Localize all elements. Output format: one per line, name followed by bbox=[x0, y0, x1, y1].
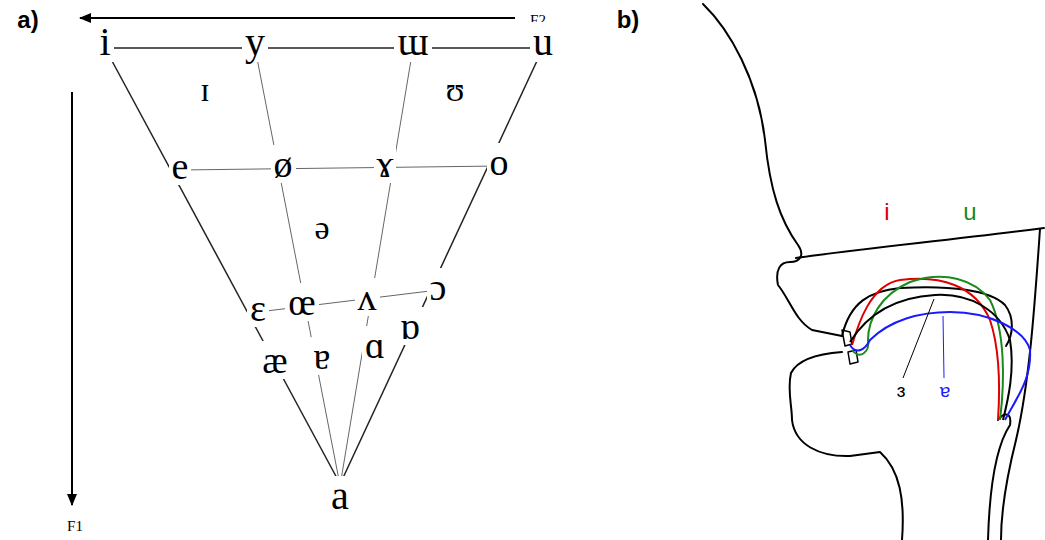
vowel-symbol: ɯ bbox=[394, 22, 431, 62]
tongue-curve-a bbox=[850, 312, 1030, 420]
vowel-symbol: ʌ bbox=[355, 278, 380, 316]
vowel-chart-grid bbox=[105, 48, 543, 480]
f2-axis-arrow bbox=[80, 17, 515, 19]
leader-line bbox=[943, 316, 944, 378]
vowel-symbol: o bbox=[487, 143, 512, 181]
tongue-label: ɐ bbox=[940, 381, 951, 400]
vowel-symbol: ɒ bbox=[397, 307, 423, 345]
vowel-symbol: ø bbox=[271, 145, 296, 183]
vowel-symbol: ɑ bbox=[362, 326, 388, 364]
vowel-symbol: ʊ bbox=[446, 73, 465, 107]
vowel-symbol: ɔ bbox=[427, 268, 450, 306]
f1-axis-arrow bbox=[71, 92, 73, 505]
vowel-symbol: e bbox=[169, 147, 192, 185]
vowel-symbol: ɤ bbox=[374, 145, 397, 183]
tongue-label: u bbox=[963, 200, 976, 224]
vowel-symbol: ɪ bbox=[200, 73, 209, 107]
head-section bbox=[703, 4, 1044, 540]
tongue-curve-u bbox=[852, 277, 1003, 420]
vowel-symbol: æ bbox=[259, 341, 290, 379]
vowel-symbol: u bbox=[530, 22, 556, 62]
vowel-symbol: ə bbox=[314, 211, 329, 245]
panel-label: b) bbox=[617, 8, 640, 32]
tongue-label: i bbox=[884, 200, 889, 224]
vowel-symbol: y bbox=[242, 22, 268, 62]
vowel-symbol: œ bbox=[285, 283, 318, 321]
leader-line bbox=[903, 299, 934, 378]
tongue-label: ɜ bbox=[897, 381, 906, 400]
axis-label: F1 bbox=[67, 519, 83, 534]
panel-label: a) bbox=[17, 8, 38, 32]
vowel-symbol: i bbox=[96, 22, 113, 62]
tongue-curve-i bbox=[852, 279, 999, 420]
vowel-symbol: ɐ bbox=[311, 337, 334, 375]
vowel-symbol: ɛ bbox=[247, 289, 269, 327]
vowel-symbol: a bbox=[328, 476, 352, 516]
